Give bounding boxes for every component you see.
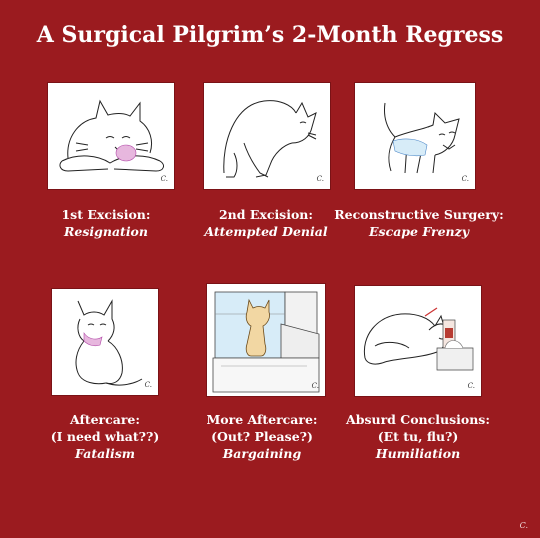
cat-sitting-drawing-icon	[75, 299, 143, 386]
panel-1st-excision: C.	[48, 83, 174, 189]
cat-sleeping-drawing-icon	[363, 307, 474, 371]
caption-2: 2nd Excision: Attempted Denial	[204, 207, 328, 239]
panel-absurd-conclusions: C.	[355, 286, 481, 396]
panel-reconstructive-surgery: C.	[355, 83, 475, 189]
page-title: A Surgical Pilgrim’s 2-Month Regress	[36, 22, 504, 48]
panel-aftercare: C.	[52, 289, 158, 395]
caption-4: Aftercare: (I need what??) Fatalism	[50, 412, 160, 461]
caption-3: Reconstructive Surgery: Escape Frenzy	[334, 207, 504, 239]
panel-2nd-excision: C.	[204, 83, 330, 189]
cat-lying-drawing-icon	[59, 99, 164, 172]
cat-crouching-drawing-icon	[223, 100, 317, 178]
cat-window-drawing-icon	[212, 291, 320, 393]
panel-more-aftercare: C.	[207, 284, 325, 396]
artist-signature: C.	[519, 521, 528, 530]
caption-5: More Aftercare: (Out? Please?) Bargainin…	[206, 412, 318, 461]
caption-6: Absurd Conclusions: (Et tu, flu?) Humili…	[346, 412, 490, 461]
caption-1: 1st Excision: Resignation	[61, 207, 151, 239]
cat-hissing-drawing-icon	[384, 102, 460, 174]
